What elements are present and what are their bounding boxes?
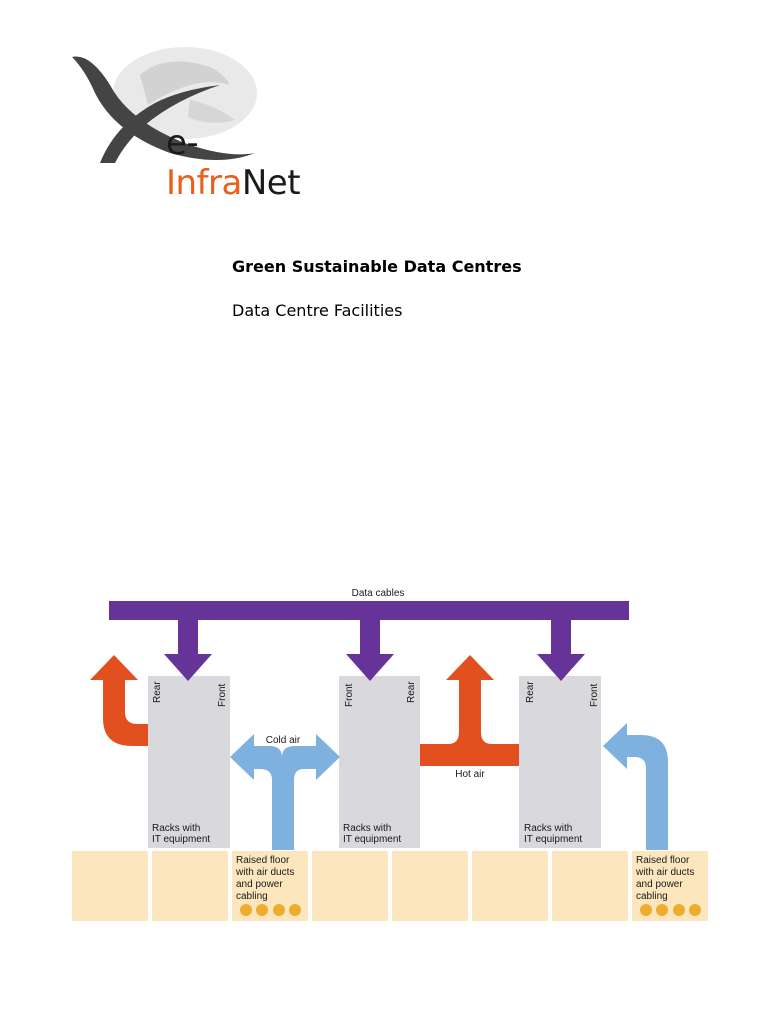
document-subtitle: Data Centre Facilities <box>232 301 403 320</box>
data-cable-arrow <box>164 620 212 681</box>
floor-tile <box>472 851 548 921</box>
floor-label-right-line3: and power <box>636 879 683 890</box>
floor-tile <box>552 851 628 921</box>
logo-wordmark: e-InfraNet <box>166 123 301 203</box>
floor-label-left-line2: with air ducts <box>235 867 294 878</box>
floor-label-left-line4: cabling <box>236 891 268 902</box>
floor-label-right-line4: cabling <box>636 891 668 902</box>
floor-label-right-line1: Raised floor <box>636 855 690 866</box>
floor-tile <box>312 851 388 921</box>
hot-air-label: Hot air <box>455 769 485 780</box>
hot-air-arrow-left <box>90 655 148 746</box>
hot-air-arrow-center <box>420 655 519 766</box>
data-cable-arrow <box>537 620 585 681</box>
rack-2-left-label: Front <box>344 683 355 707</box>
rack-3-right-label: Front <box>589 683 600 707</box>
rack-1-label-line2: IT equipment <box>152 834 210 845</box>
floor-label-left-line1: Raised floor <box>236 855 290 866</box>
data-cables-label: Data cables <box>352 588 405 599</box>
e-infranet-logo: e-InfraNet <box>70 45 301 203</box>
floor-label-left-line3: and power <box>236 879 283 890</box>
cold-air-arrow-center <box>230 734 340 850</box>
raised-floor <box>72 851 708 921</box>
rack-2 <box>339 676 420 848</box>
rack-2-label-line1: Racks with <box>343 823 391 834</box>
cold-air-arrow-right <box>603 723 668 850</box>
rack-3 <box>519 676 601 848</box>
rack-1 <box>148 676 230 848</box>
rack-3-label-line2: IT equipment <box>524 834 582 845</box>
floor-tile <box>72 851 148 921</box>
globe-swoosh-icon <box>72 47 257 163</box>
floor-tile <box>392 851 468 921</box>
data-cables <box>109 601 629 681</box>
rack-3-left-label: Rear <box>525 681 536 703</box>
floor-dots-right <box>640 904 701 916</box>
document-title: Green Sustainable Data Centres <box>232 257 522 276</box>
rack-1-label-line1: Racks with <box>152 823 200 834</box>
rack-3-label-line1: Racks with <box>524 823 572 834</box>
cold-air-label: Cold air <box>266 735 301 746</box>
floor-tile <box>152 851 228 921</box>
floor-dots-left <box>240 904 301 916</box>
rack-1-right-label: Front <box>217 683 228 707</box>
data-cables-bar <box>109 601 629 620</box>
rack-2-right-label: Rear <box>406 681 417 703</box>
floor-label-right-line2: with air ducts <box>635 867 694 878</box>
data-cable-arrow <box>346 620 394 681</box>
rack-1-left-label: Rear <box>152 681 163 703</box>
rack-2-label-line2: IT equipment <box>343 834 401 845</box>
